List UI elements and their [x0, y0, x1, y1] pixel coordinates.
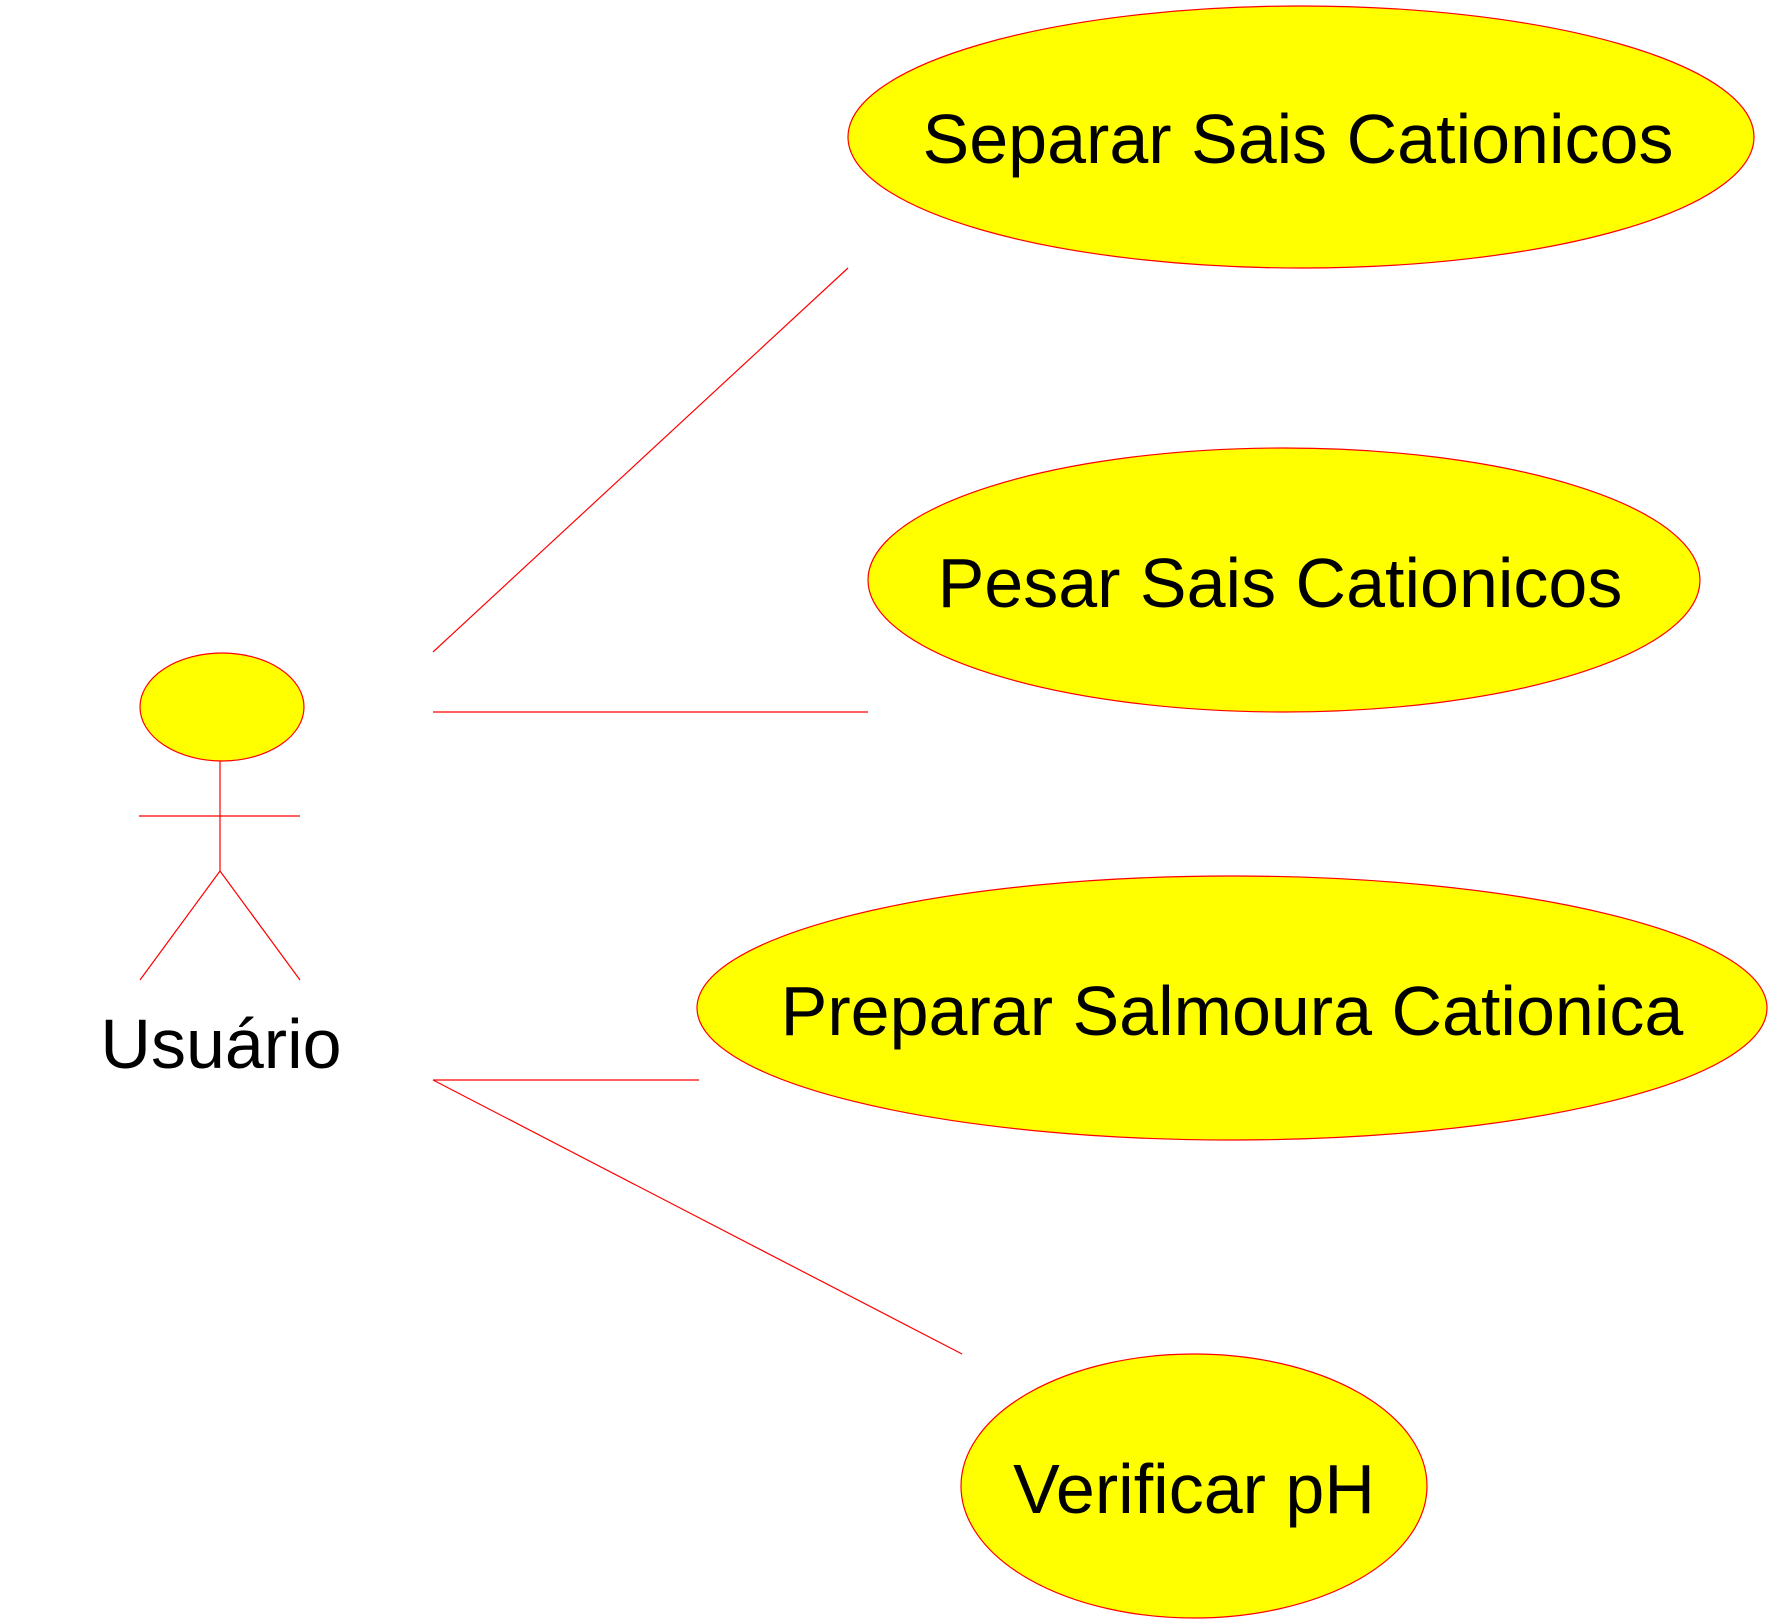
use-case-shape — [696, 875, 1768, 1141]
use-case-shape — [867, 447, 1701, 713]
actor-head — [139, 652, 305, 762]
association-verificar — [432, 1079, 963, 1355]
actor-right-leg — [219, 870, 301, 981]
use-case-label: Separar Sais Cationicos — [923, 100, 1674, 178]
actor-label: Usuário — [100, 1005, 341, 1083]
association-separar — [432, 267, 849, 653]
use-case-pesar-sais-cationicos[interactable]: Pesar Sais Cationicos — [867, 447, 1701, 713]
actor-left-leg — [139, 870, 221, 981]
use-case-preparar-salmoura-cationica[interactable]: Preparar Salmoura Cationica — [696, 875, 1768, 1141]
use-case-label: Verificar pH — [1013, 1450, 1375, 1528]
use-case-label: Preparar Salmoura Cationica — [781, 972, 1684, 1050]
actor-usuario[interactable]: Usuário — [100, 652, 342, 1083]
use-case-shape — [960, 1353, 1428, 1619]
use-case-shape — [847, 5, 1755, 269]
use-case-label: Pesar Sais Cationicos — [938, 544, 1623, 622]
use-case-verificar-ph[interactable]: Verificar pH — [960, 1353, 1428, 1619]
use-case-separar-sais-cationicos[interactable]: Separar Sais Cationicos — [847, 5, 1755, 269]
